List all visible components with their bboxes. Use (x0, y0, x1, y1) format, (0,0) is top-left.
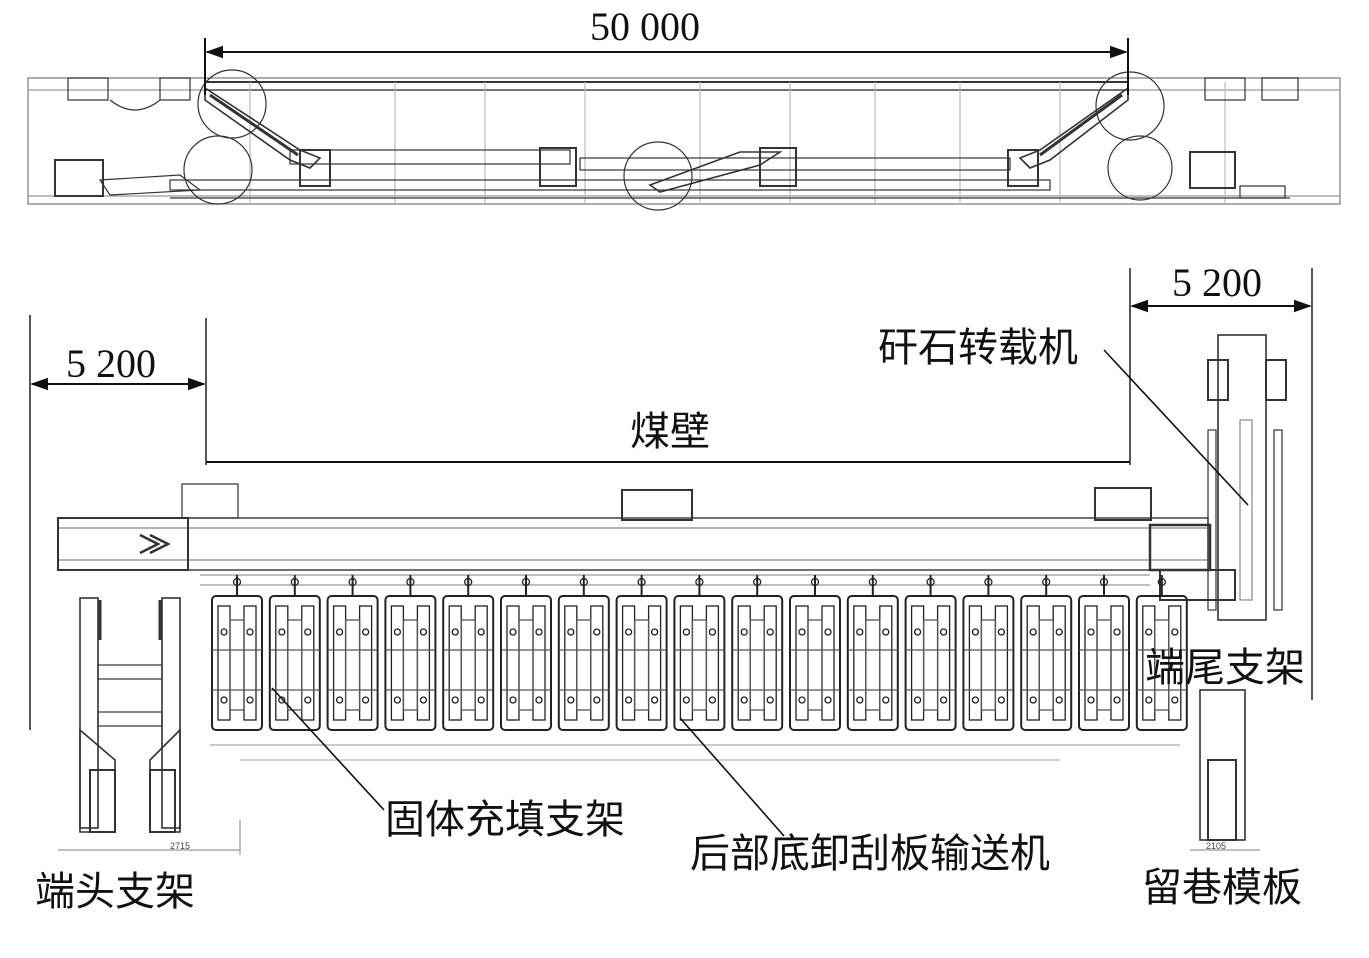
dimension-left-end: 5 200 (66, 341, 156, 386)
label-rear-conveyor: 后部底卸刮板输送机 (690, 831, 1050, 877)
plan-view (57, 334, 1287, 855)
label-coal-wall: 煤壁 (630, 409, 710, 455)
label-tail-support: 端尾支架 (1145, 645, 1305, 691)
support-unit (268, 575, 321, 731)
support-unit (904, 575, 957, 731)
support-unit (384, 575, 437, 731)
support-unit (615, 575, 668, 731)
support-unit (1135, 575, 1188, 731)
support-unit (557, 575, 610, 731)
leader-lines (271, 349, 1249, 837)
support-unit (1020, 575, 1073, 731)
support-unit (500, 575, 552, 731)
label-roadway-template: 留巷模板 (1142, 865, 1302, 911)
support-unit (326, 575, 379, 731)
solid-fill-supports (211, 575, 1188, 731)
right-mark: 2105 (1206, 841, 1226, 851)
left-mark: 2715 (170, 841, 190, 851)
dimension-line-left-5200 (29, 315, 207, 730)
dimension-line-50000 (204, 38, 1129, 95)
support-unit (789, 575, 841, 731)
support-unit (1078, 575, 1130, 731)
dimension-top-span: 50 000 (590, 4, 700, 49)
dimension-line-right-5200 (1129, 268, 1313, 700)
support-unit (962, 575, 1015, 731)
label-gangue-reloader: 矸石转载机 (878, 325, 1078, 371)
dimension-right-end: 5 200 (1172, 260, 1262, 305)
label-solid-fill-support: 固体充填支架 (385, 797, 625, 843)
label-head-support: 端头支架 (35, 869, 195, 915)
support-unit (731, 575, 784, 731)
support-unit (846, 575, 899, 731)
support-unit (673, 575, 726, 731)
support-unit (211, 575, 263, 731)
elevation-view (27, 69, 1341, 211)
support-unit (442, 575, 495, 731)
